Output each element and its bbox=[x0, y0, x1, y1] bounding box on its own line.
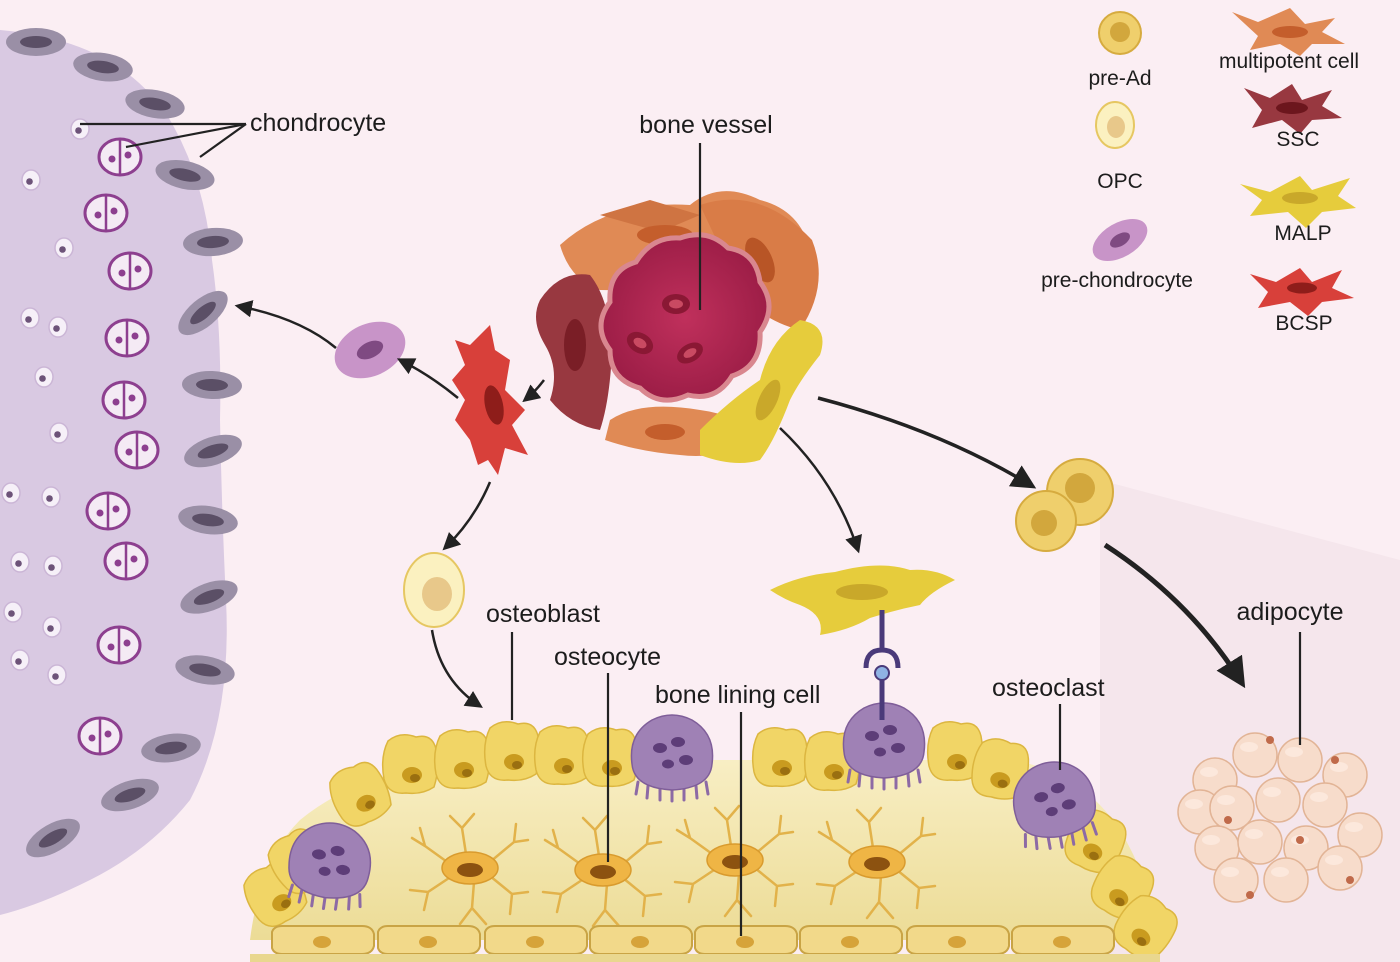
legend-label-pre-chondrocyte: pre-chondrocyte bbox=[1041, 269, 1193, 292]
adipocyte-cluster bbox=[1177, 732, 1383, 903]
legend-label-bcsp: BCSP bbox=[1275, 312, 1332, 335]
label-chondrocyte: chondrocyte bbox=[250, 109, 386, 137]
legend-label-pre-ad: pre-Ad bbox=[1088, 67, 1151, 90]
label-osteocyte: osteocyte bbox=[554, 643, 661, 671]
label-osteoclast: osteoclast bbox=[992, 674, 1105, 702]
legend-label-opc: OPC bbox=[1097, 170, 1143, 193]
label-bone-lining-cell: bone lining cell bbox=[655, 681, 820, 709]
label-adipocyte: adipocyte bbox=[1236, 598, 1343, 626]
legend-label-multipotent-cell: multipotent cell bbox=[1219, 50, 1359, 73]
legend: pre-Ad OPC pre-chondrocyte multipotent c… bbox=[1041, 8, 1359, 335]
label-osteoblast: osteoblast bbox=[486, 600, 600, 628]
legend-label-ssc: SSC bbox=[1276, 128, 1319, 151]
legend-label-malp: MALP bbox=[1274, 222, 1331, 245]
label-bone-vessel: bone vessel bbox=[639, 111, 772, 139]
vessel-cluster bbox=[536, 191, 823, 464]
